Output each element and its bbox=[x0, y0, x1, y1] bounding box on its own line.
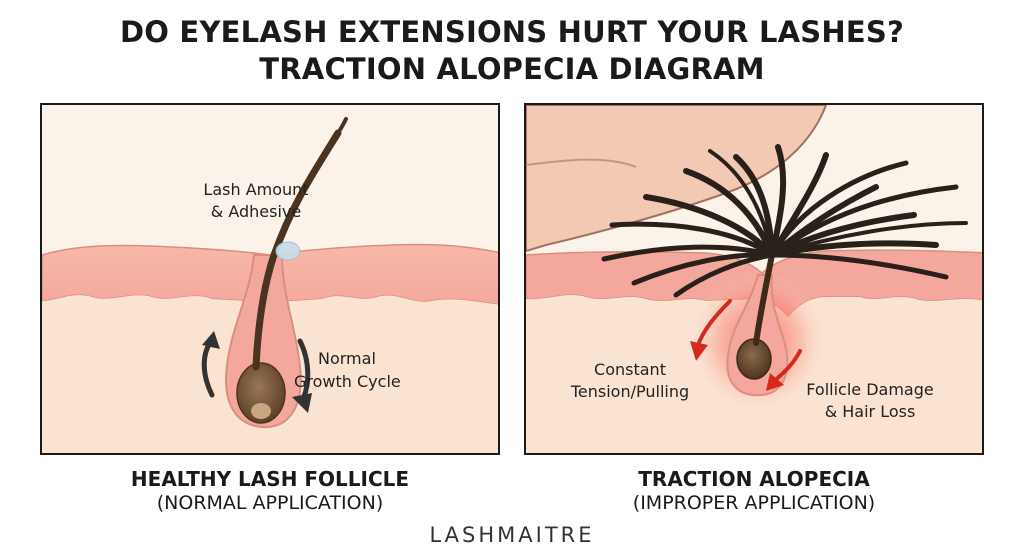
traction-alopecia-panel: Constant Tension/Pulling Follicle Damage… bbox=[524, 103, 984, 455]
label-constant: Constant bbox=[594, 360, 666, 379]
traction-alopecia-illustration: Constant Tension/Pulling Follicle Damage… bbox=[526, 105, 982, 453]
eyelid bbox=[526, 105, 828, 253]
alopecia-subcaption: (IMPROPER APPLICATION) bbox=[632, 492, 876, 514]
adhesive-bead bbox=[275, 241, 301, 261]
stretched-hair-shaft bbox=[753, 252, 775, 346]
label-normal: Normal bbox=[318, 349, 376, 368]
healthy-caption: HEALTHY LASH FOLLICLE bbox=[130, 467, 410, 491]
heavy-lash-extensions bbox=[601, 144, 968, 298]
hair-shaft bbox=[252, 129, 342, 371]
healthy-follicle-panel: Lash Amount & Adhesive Normal Growth Cyc… bbox=[40, 103, 500, 455]
page-title-line1: DO EYELASH EXTENSIONS HURT YOUR LASHES? bbox=[120, 15, 904, 49]
label-hair-loss: & Hair Loss bbox=[825, 402, 916, 421]
label-tension-pulling: Tension/Pulling bbox=[570, 382, 689, 401]
label-lash-amount: Lash Amount bbox=[203, 180, 308, 199]
label-adhesive: & Adhesive bbox=[211, 202, 301, 221]
hair-bulb bbox=[236, 362, 286, 424]
page-title-line2: TRACTION ALOPECIA DIAGRAM bbox=[259, 52, 765, 86]
tension-arrow bbox=[696, 299, 732, 347]
alopecia-caption: TRACTION ALOPECIA bbox=[638, 467, 870, 491]
label-growth-cycle: Growth Cycle bbox=[294, 372, 401, 391]
label-follicle-damage: Follicle Damage bbox=[806, 380, 933, 399]
brand-logo-text: LASHMAITRE bbox=[429, 523, 595, 547]
healthy-subcaption: (NORMAL APPLICATION) bbox=[156, 492, 384, 514]
healthy-follicle-illustration: Lash Amount & Adhesive Normal Growth Cyc… bbox=[42, 105, 498, 453]
dermal-papilla bbox=[251, 403, 271, 419]
